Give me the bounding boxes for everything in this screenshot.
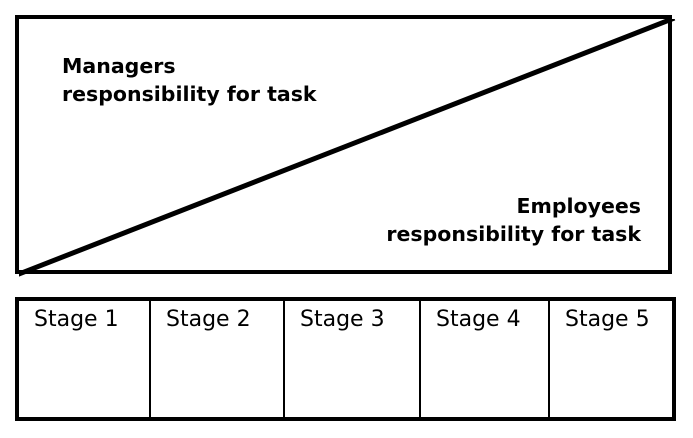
stage-label-5: Stage 5 (565, 307, 650, 332)
managers-label-line2: responsibility for task (62, 82, 317, 106)
stage-label-3: Stage 3 (300, 307, 385, 332)
employees-responsibility-label: Employees responsibility for task (386, 192, 641, 248)
stage-label-4: Stage 4 (436, 307, 521, 332)
stage-cell-2: Stage 2 (151, 301, 285, 417)
employees-label-line1: Employees (516, 194, 641, 218)
stage-cell-1: Stage 1 (19, 301, 151, 417)
employees-label-line2: responsibility for task (386, 222, 641, 246)
managers-responsibility-label: Managers responsibility for task (62, 52, 317, 108)
responsibility-box: Managers responsibility for task Employe… (15, 15, 676, 277)
stage-cell-4: Stage 4 (421, 301, 550, 417)
stage-label-1: Stage 1 (34, 307, 119, 332)
stage-cell-3: Stage 3 (285, 301, 421, 417)
stage-cell-5: Stage 5 (550, 301, 672, 417)
managers-label-line1: Managers (62, 54, 176, 78)
stages-box: Stage 1 Stage 2 Stage 3 Stage 4 Stage 5 (15, 297, 676, 421)
stage-label-2: Stage 2 (166, 307, 251, 332)
